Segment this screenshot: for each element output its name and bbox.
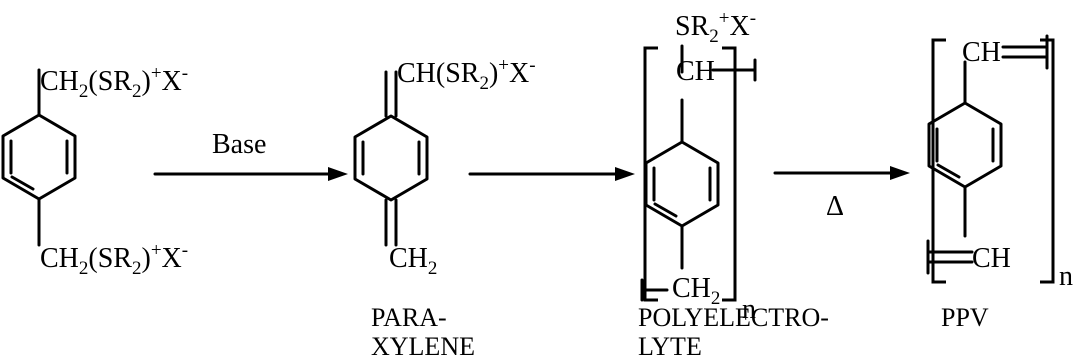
- ppv-left-bracket: [931, 38, 946, 284]
- ppv-caption: PPV: [941, 303, 989, 332]
- paraxylene-bottom-group: CH2: [389, 243, 437, 279]
- paraxylene-quinoid-ring: [353, 114, 429, 202]
- reaction-arrow-base: [153, 167, 348, 181]
- reagent-base-label: Base: [212, 129, 266, 160]
- polyelectrolyte-right-bracket: [722, 46, 737, 302]
- polyelectrolyte-structure: SR2+X- CH CH2 n: [640, 8, 757, 325]
- monomer-bottom-group: CH2(SR2)+X-: [40, 240, 188, 279]
- polyelectrolyte-benzene-ring: [644, 140, 720, 228]
- reaction-arrow-heat: [773, 166, 910, 180]
- reagent-heat-label: Δ: [826, 191, 844, 222]
- polyelectrolyte-caption-line2: LYTE: [638, 332, 702, 361]
- ppv-vinylene-double-bond-bottom: [926, 250, 974, 264]
- ppv-bottom-group: CH: [972, 243, 1011, 274]
- ppv-top-group: CH: [962, 37, 1001, 68]
- paraxylene-top-group: CH(SR2)+X-: [397, 55, 536, 94]
- polyelectrolyte-top-group: CH: [676, 56, 715, 87]
- polyelectrolyte-bottom-group: CH2: [672, 273, 720, 309]
- ppv-repeat-n: n: [1059, 261, 1073, 292]
- polyelectrolyte-side-group: SR2+X-: [675, 8, 756, 47]
- ppv-right-bracket: [1040, 38, 1055, 284]
- paraxylene-structure: CH(SR2)+X- CH2: [353, 55, 536, 279]
- monomer-structure: CH2(SR2)+X- CH2(SR2)+X-: [1, 63, 188, 279]
- ppv-structure: CH CH n: [926, 34, 1073, 292]
- ppv-benzene-ring: [927, 101, 1003, 189]
- polyelectrolyte-repeat-n: n: [742, 294, 756, 325]
- monomer-benzene-ring: [1, 113, 77, 201]
- paraxylene-bottom-exocyclic-double-bond: [384, 198, 398, 247]
- paraxylene-caption-line1: PARA-: [371, 303, 447, 332]
- paraxylene-top-exocyclic-double-bond: [384, 70, 398, 118]
- ppv-vinylene-double-bond-top: [1001, 45, 1049, 59]
- reaction-arrow-polymerization: [468, 167, 635, 181]
- paraxylene-caption-line2: XYLENE: [371, 332, 475, 361]
- monomer-top-group: CH2(SR2)+X-: [40, 63, 188, 102]
- polyelectrolyte-caption-line1: POLYELECTRO-: [638, 303, 829, 332]
